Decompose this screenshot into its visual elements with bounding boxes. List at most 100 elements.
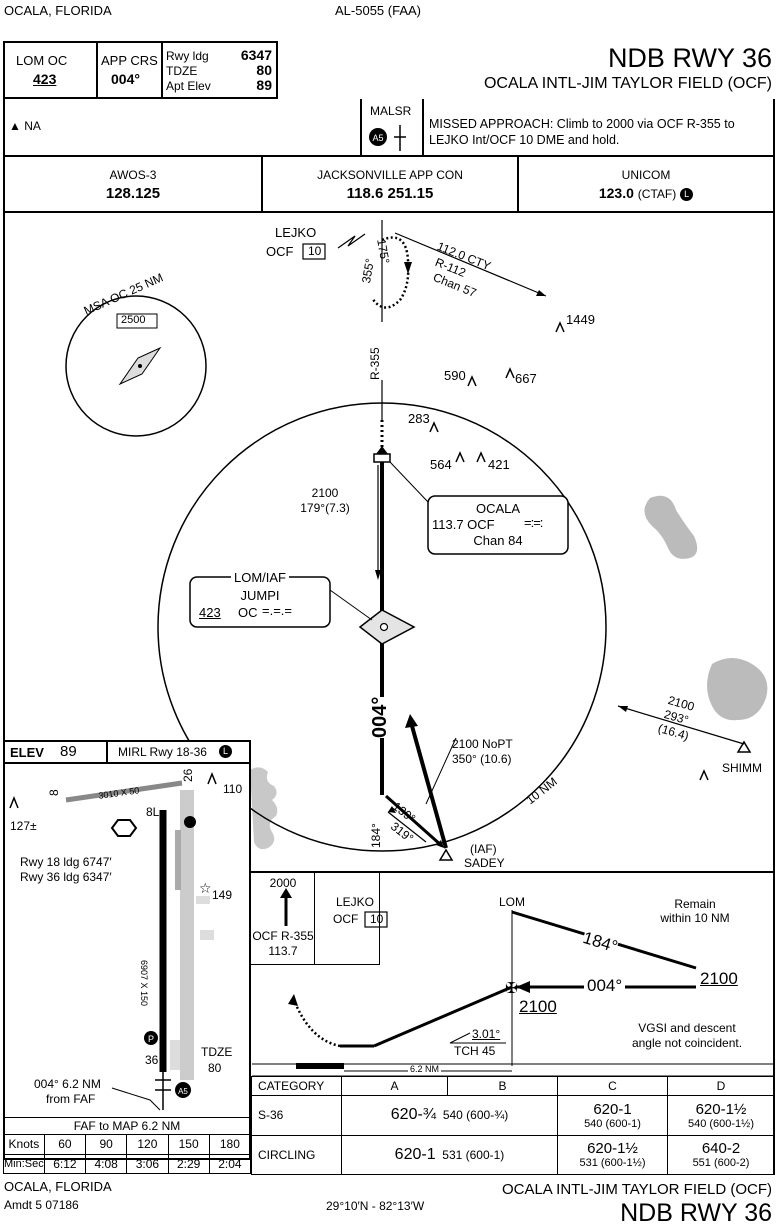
- approach-light-icon: [175, 1082, 191, 1098]
- ma-altitude: 2000: [269, 876, 297, 890]
- lejko-dme: 10: [308, 244, 322, 258]
- min-ab: 620-¾ 540 (600-¾): [341, 1095, 558, 1136]
- obstacle-elev: 590: [444, 368, 466, 383]
- divider: [261, 157, 263, 213]
- knots-cell: 90: [84, 1134, 128, 1155]
- arrow-up-icon: [376, 446, 388, 454]
- comm-freq: 118.6 251.15: [346, 185, 434, 202]
- comm-freq-line: 123.0 (CTAF) L: [519, 186, 773, 201]
- obstacle-elev: 421: [488, 457, 510, 472]
- divider: [161, 41, 163, 99]
- min-ab: 620-1 531 (600-1): [341, 1134, 558, 1175]
- obstacle-icons: [429, 321, 709, 781]
- callout-line: [425, 737, 457, 805]
- faf-note: 004° 6.2 NM: [34, 1077, 101, 1091]
- min-header: C: [557, 1076, 668, 1096]
- rwy-ldg-label: Rwy ldg: [166, 49, 209, 63]
- ma-fix-box: [315, 873, 380, 965]
- windsock-icon: [184, 816, 196, 828]
- approach-light-code: A5: [178, 1087, 188, 1096]
- lom-label: LOM OC: [16, 53, 68, 68]
- comm-name: JACKSONVILLE APP CON: [317, 168, 463, 182]
- vor-name: OCALA: [475, 501, 521, 516]
- distance-label: 6.2 NM: [408, 1064, 442, 1075]
- arrow-down-icon: [375, 570, 381, 580]
- hold-altitude: 2100: [700, 969, 738, 988]
- apron: [170, 1040, 180, 1070]
- coordinates: 29°10′N - 82°13′W: [326, 1199, 425, 1213]
- knots-cell: 180: [208, 1134, 252, 1155]
- msa-alt: 2500: [121, 314, 146, 326]
- descent-path: [373, 985, 513, 1048]
- elev-value: 89: [60, 743, 77, 760]
- chart-title: NDB RWY 36: [607, 43, 772, 73]
- arrow-left-icon: [516, 981, 530, 993]
- app-crs-label: APP CRS: [101, 53, 158, 68]
- arrow-down-icon: [404, 262, 412, 274]
- faf-maltese-cross-icon: ✠: [505, 979, 518, 997]
- divider: [106, 740, 108, 764]
- comm-name: UNICOM: [621, 168, 671, 182]
- profile-view: [251, 873, 775, 1175]
- sadey-fix-icon: [438, 848, 454, 861]
- ma-fix: LEJKO: [336, 895, 375, 909]
- minimums-table: CATEGORY A B C D S-36 620-¾ 540 (600-¾) …: [251, 1076, 775, 1175]
- beacon-icon: [110, 819, 138, 837]
- procedure-id: AL-5055 (FAA): [335, 3, 421, 18]
- ma-icon-box: [251, 873, 315, 965]
- plan-view: [3, 213, 775, 873]
- fix-symbol: [337, 233, 366, 249]
- comm-freq: 128.125: [105, 185, 161, 202]
- obstacle-icons: [9, 771, 217, 809]
- shimm-route: [617, 705, 745, 745]
- apron: [196, 896, 210, 904]
- msa-center-icon: [118, 346, 162, 386]
- faf-time-table: Knots 60 90 120 150 180 Min:Sec 6:12 4:0…: [3, 1134, 252, 1174]
- time-cell: 4:08: [84, 1153, 128, 1174]
- amendment: Amdt 5 07186: [4, 1198, 79, 1212]
- nopt-leg: [410, 725, 448, 849]
- footer-location: OCALA, FLORIDA: [4, 1179, 112, 1194]
- malsr-label: MALSR: [370, 104, 412, 118]
- notes-strip: [3, 99, 775, 157]
- min-header: B: [447, 1076, 558, 1096]
- time-cell: 2:04: [208, 1153, 252, 1174]
- rwy36-landing: Rwy 36 ldg 6347′: [20, 870, 112, 884]
- rwy18-landing: Rwy 18 ldg 6747′: [20, 855, 112, 869]
- morse-code-icon: =:=:: [524, 515, 543, 530]
- time-label: Min:Sec: [3, 1153, 45, 1174]
- vor-freq: 113.7 OCF: [432, 517, 495, 532]
- shoreline: [250, 767, 278, 850]
- taxiway: [180, 790, 194, 1080]
- apt-elev-label: Apt Elev: [166, 79, 211, 93]
- sadey-label: SADEY: [464, 856, 505, 870]
- shimm-label: SHIMM: [722, 761, 762, 775]
- obstacle-elev: 283: [408, 411, 430, 426]
- footer-title: NDB RWY 36: [620, 1199, 772, 1227]
- app-crs: 004°: [111, 71, 140, 87]
- min-header: CATEGORY: [251, 1076, 342, 1096]
- tdze-label: TDZE: [166, 64, 198, 78]
- ctaf-badge-icon: L: [680, 187, 694, 201]
- dme-box: [302, 243, 326, 260]
- lake: [644, 495, 698, 559]
- divider: [422, 99, 424, 157]
- comm-name: AWOS-3: [109, 168, 157, 182]
- runway-bar: [296, 1063, 344, 1069]
- nopt-alt: 2100 NoPT: [452, 737, 513, 751]
- segment-course: 179°(7.3): [300, 501, 350, 515]
- min-row-label: CIRCLING: [251, 1134, 342, 1175]
- ma-ref: OCF: [333, 912, 359, 926]
- footer-airport: OCALA INTL-JIM TAYLOR FIELD (OCF): [501, 1181, 772, 1198]
- rwy-ldg: 6347: [240, 47, 272, 63]
- runway-number: 36: [145, 1053, 159, 1067]
- parking-icon-letter: P: [148, 1034, 154, 1044]
- lake: [707, 658, 768, 721]
- arrow-icon: [436, 840, 444, 848]
- obstacle-elev: 564: [430, 457, 452, 472]
- divider: [360, 99, 362, 157]
- apt-elev: 89: [256, 77, 272, 93]
- procedure-turn: [387, 811, 427, 843]
